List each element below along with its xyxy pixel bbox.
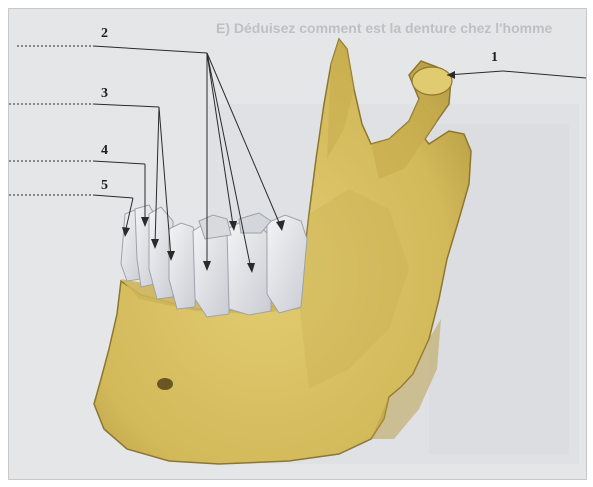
mandible-diagram: 1 2 3 4 5 [9, 9, 586, 479]
tooth-molar-3 [199, 215, 231, 239]
condyle-head [412, 67, 452, 95]
tooth-molar-1 [227, 221, 271, 315]
figure-frame: E) Déduisez comment est la denture chez … [8, 8, 587, 480]
tooth-molar-2 [267, 215, 307, 313]
label-3: 3 [101, 86, 108, 101]
mental-foramen [157, 378, 173, 390]
label-1: 1 [491, 50, 498, 65]
label-5: 5 [101, 178, 108, 193]
label-2: 2 [101, 26, 108, 41]
label-4: 4 [101, 143, 108, 158]
